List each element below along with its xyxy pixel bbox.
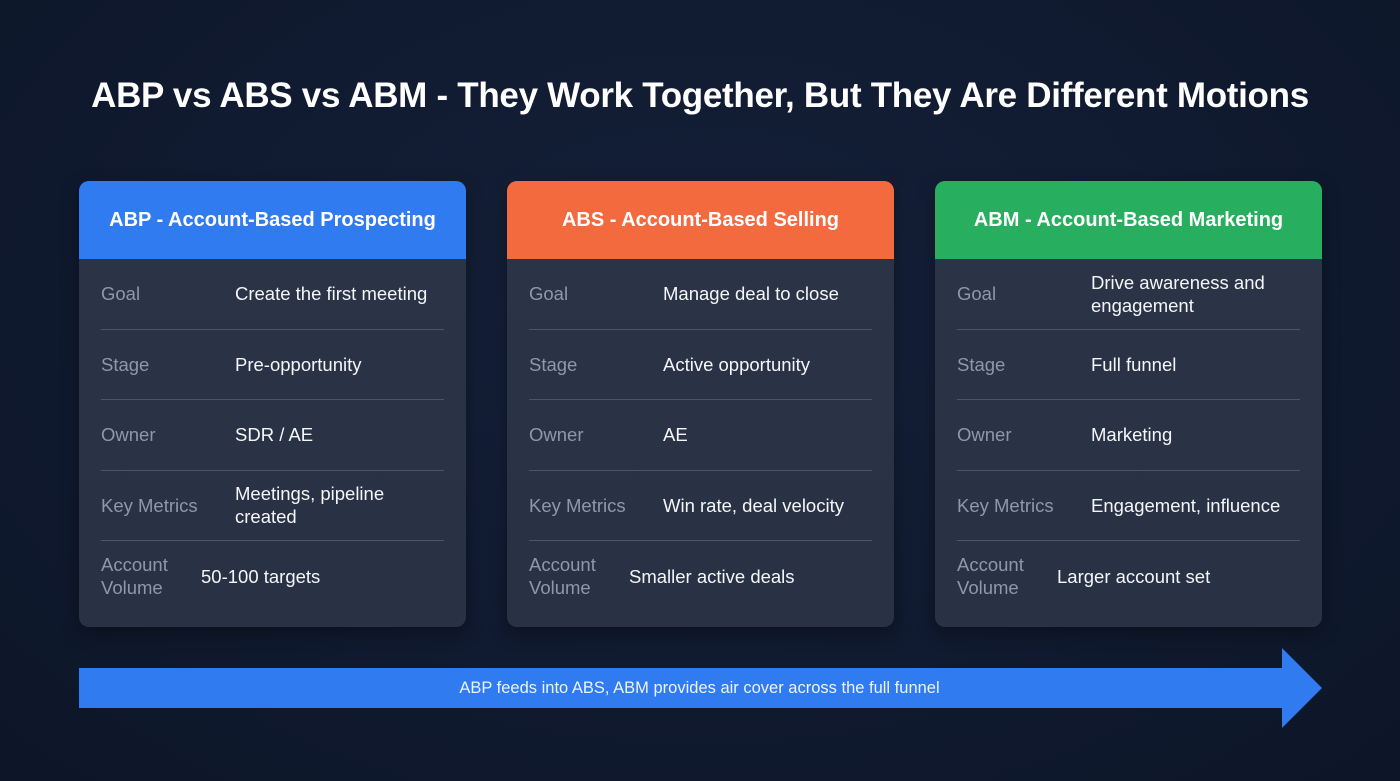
row-owner: Owner Marketing [957,400,1300,471]
row-account-volume: Account Volume Larger account set [957,541,1300,612]
row-value: Engagement, influence [1091,494,1281,516]
row-label: Goal [529,283,569,305]
row-label: Stage [529,353,578,375]
row-value: Win rate, deal velocity [663,494,844,516]
arrow-caption: ABP feeds into ABS, ABM provides air cov… [459,678,940,697]
row-label: Owner [957,424,1012,446]
row-label: Key Metrics [957,494,1054,516]
row-value: Meetings, pipeline created [235,483,385,528]
row-label: Owner [529,424,584,446]
row-owner: Owner AE [529,400,872,471]
page-title: ABP vs ABS vs ABM - They Work Together, … [91,76,1309,115]
row-label: Account Volume [101,554,168,599]
row-key-metrics: Key Metrics Engagement, influence [957,471,1300,541]
row-value: Marketing [1091,424,1173,446]
card-header-abm: ABM - Account-Based Marketing [935,181,1322,259]
row-value: Active opportunity [663,353,811,375]
row-value: Full funnel [1091,353,1177,375]
row-label: Goal [101,283,141,305]
row-key-metrics: Key Metrics Meetings, pipeline created [101,471,444,541]
row-stage: Stage Pre-opportunity [101,330,444,400]
card-abm: ABM - Account-Based Marketing Goal Drive… [935,181,1322,627]
row-label: Account Volume [957,554,1024,599]
card-header-abp: ABP - Account-Based Prospecting [79,181,466,259]
row-goal: Goal Manage deal to close [529,259,872,330]
row-goal: Goal Create the first meeting [101,259,444,330]
row-label: Owner [101,424,156,446]
card-abs: ABS - Account-Based Selling Goal Manage … [507,181,894,627]
row-value: AE [663,424,688,446]
card-header-abs: ABS - Account-Based Selling [507,181,894,259]
row-value: Pre-opportunity [235,353,362,375]
row-value: Create the first meeting [235,283,428,305]
row-label: Stage [957,353,1006,375]
row-value: Larger account set [1057,565,1211,587]
flow-arrow: ABP feeds into ABS, ABM provides air cov… [79,648,1322,728]
row-account-volume: Account Volume 50-100 targets [101,541,444,612]
row-goal: Goal Drive awareness and engagement [957,259,1300,330]
row-stage: Stage Full funnel [957,330,1300,400]
row-value: SDR / AE [235,424,314,446]
row-label: Goal [957,283,997,305]
row-account-volume: Account Volume Smaller active deals [529,541,872,612]
row-key-metrics: Key Metrics Win rate, deal velocity [529,471,872,541]
row-value: 50-100 targets [201,565,321,587]
row-stage: Stage Active opportunity [529,330,872,400]
row-label: Key Metrics [101,494,198,516]
row-value: Drive awareness and engagement [1091,271,1265,316]
row-value: Manage deal to close [663,283,839,305]
arrow-shape-icon [79,648,1322,728]
card-abp: ABP - Account-Based Prospecting Goal Cre… [79,181,466,627]
row-label: Stage [101,353,150,375]
row-owner: Owner SDR / AE [101,400,444,471]
row-label: Account Volume [529,554,596,599]
row-label: Key Metrics [529,494,626,516]
row-value: Smaller active deals [629,565,795,587]
